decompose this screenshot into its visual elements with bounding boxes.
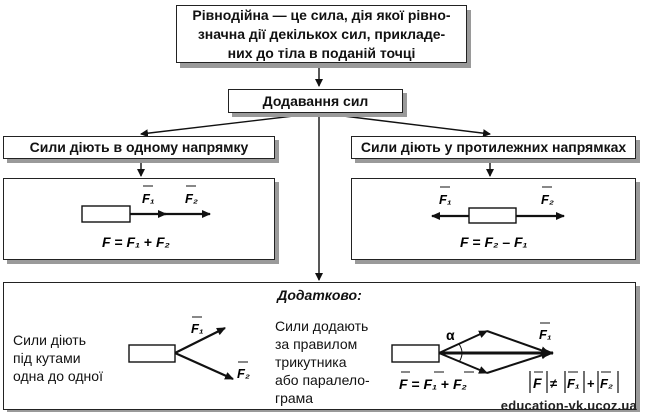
same-direction-formula: F = F₁ + F₂	[102, 234, 170, 250]
body-rect	[81, 205, 131, 223]
same-direction-drawing: F₁ F₂ F = F₁ + F₂	[81, 185, 211, 250]
formula-lhs: F	[460, 234, 469, 250]
magnitude-lhs: F	[533, 375, 542, 391]
magnitude-plus: +	[587, 376, 595, 391]
formula-term-2: F₂	[156, 234, 170, 250]
rule-text-line-3: трикутника	[275, 354, 347, 370]
addition-header: Додавання сил	[228, 89, 403, 113]
formula-op: +	[144, 234, 152, 250]
rule-text-line-4: або паралело-	[275, 372, 370, 388]
angle-text-line-1: Сили діють	[13, 332, 86, 348]
angle-text-line-2: під кутами	[13, 350, 81, 366]
vector-f2-label: F₂	[541, 192, 554, 207]
vector-formula-term-2: F₂	[453, 376, 467, 392]
same-direction-box: F₁ F₂ F = F₁ + F₂	[3, 178, 275, 260]
magnitude-term-2: F₂	[600, 376, 613, 391]
rule-text-line-5: грама	[275, 390, 314, 406]
definition-term: Рівнодійна	[192, 7, 269, 23]
opposite-directions-label: Сили діють у протилежних напрямках	[360, 139, 627, 155]
formula-lhs: F	[102, 234, 111, 250]
opposite-directions-box: F₁ F₂ F = F₂ – F₁	[351, 178, 636, 260]
vector-formula-lhs: F	[399, 376, 408, 392]
additional-title: Додатково:	[277, 287, 362, 303]
rule-bottom-side-arrow	[486, 351, 550, 374]
rule-body-rect	[391, 344, 440, 363]
angle-vector-f2-arrow	[174, 351, 234, 381]
definition-box: Рівнодійна — це сила, дія якої рівно- зн…	[176, 5, 467, 63]
magnitude-term-1: F₁	[567, 376, 580, 391]
angle-f1-label: F₁	[191, 321, 204, 336]
angle-description: Сили діють під кутами одна до одної	[13, 331, 103, 385]
angle-body-rect	[128, 344, 176, 363]
vector-formula-term-1: F₁	[424, 376, 438, 392]
angle-arc	[458, 343, 463, 363]
angle-text-line-3: одна до одної	[13, 368, 103, 384]
formula-term-1: F₂	[485, 234, 499, 250]
magnitude-neq: ≠	[550, 376, 557, 391]
formula-term-2: F₁	[514, 234, 528, 250]
opposite-directions-drawing: F₁ F₂ F = F₂ – F₁	[431, 186, 565, 250]
rule-text-line-2: за правилом	[275, 336, 358, 352]
definition-line-2: значна дії декількох сил, прикладе-	[197, 26, 446, 42]
additional-box: Додатково: Сили діють під кутами одна до…	[3, 282, 636, 410]
rule-f1-label: F₁	[539, 327, 552, 342]
rule-description: Сили додають за правилом трикутника або …	[275, 317, 370, 407]
body-rect	[468, 207, 517, 224]
angle-alpha-label: α	[446, 327, 455, 343]
angle-vector-f1-arrow	[174, 327, 226, 354]
definition-line-3: них до тіла в поданій точці	[227, 45, 416, 61]
formula-op: –	[502, 234, 510, 250]
watermark: education-vk.ucoz.ua	[500, 398, 637, 413]
same-direction-header: Сили діють в одному напрямку	[3, 136, 275, 159]
vector-f1-label: F₁	[439, 192, 452, 207]
opposite-directions-header: Сили діють у протилежних напрямках	[351, 136, 636, 159]
addition-label: Додавання сил	[262, 93, 369, 109]
rule-text-line-1: Сили додають	[275, 318, 369, 334]
additional-drawing: F₁ F₂ α F₁ F = F₁ + F₂	[128, 316, 619, 393]
rule-top-side-arrow	[486, 330, 550, 355]
vector-formula-op: +	[441, 376, 449, 392]
formula-term-1: F₁	[127, 234, 141, 250]
vector-f2-label: F₂	[185, 191, 198, 206]
rule-component-f2-arrow	[438, 352, 488, 374]
vector-f1-label: F₁	[142, 191, 155, 206]
same-direction-label: Сили діють в одному напрямку	[29, 139, 249, 155]
angle-f2-label: F₂	[237, 366, 250, 381]
rule-component-f1-arrow	[438, 330, 488, 354]
vector-sum-formula: F = F₁ + F₂	[399, 376, 467, 392]
definition-line-1: — це сила, дія якої рівно-	[268, 7, 451, 23]
opposite-directions-formula: F = F₂ – F₁	[460, 234, 528, 250]
